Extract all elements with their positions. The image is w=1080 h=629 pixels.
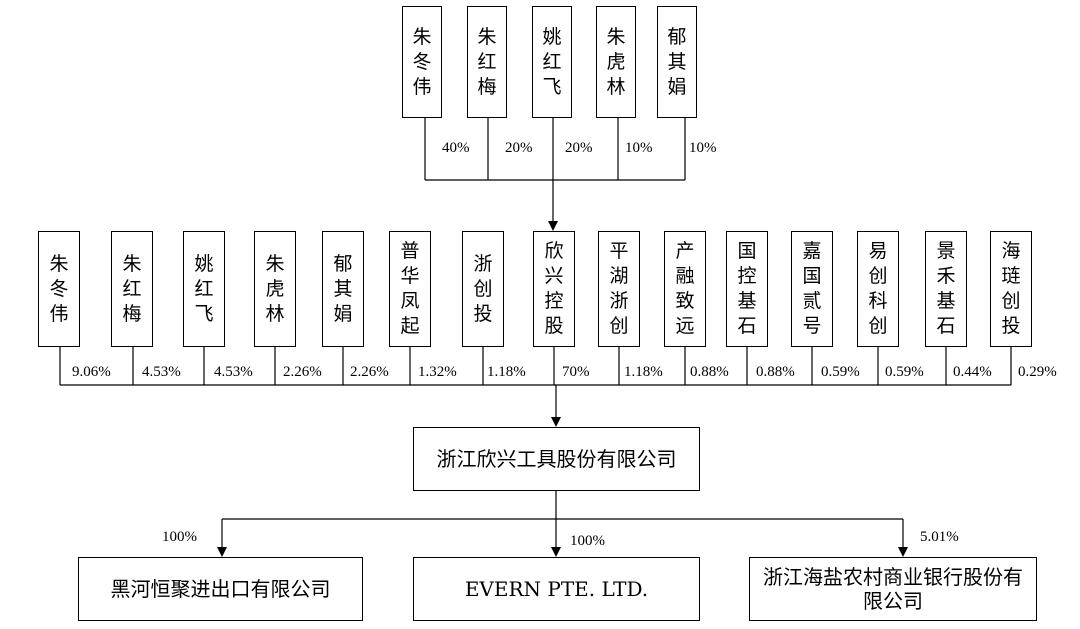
shareholder-name: 普华凤起 xyxy=(400,240,420,337)
subsidiary-box: 浙江海盐农村商业银行股份有限公司 xyxy=(749,557,1037,621)
sub-arrow-right xyxy=(898,547,908,557)
shareholder-name: 易创科创 xyxy=(868,240,888,337)
shareholder-name: 朱虎林 xyxy=(265,252,285,325)
subsidiary-pct: 100% xyxy=(570,533,605,549)
company-box: 浙江欣兴工具股份有限公司 xyxy=(413,427,700,491)
top-shareholder-box: 姚红飞 xyxy=(532,6,572,118)
shareholder-name: 郁其娟 xyxy=(333,252,353,325)
top-arrow xyxy=(548,221,558,231)
subsidiary-name: 黑河恒聚进出口有限公司 xyxy=(110,577,331,601)
shareholder-name: 产融致远 xyxy=(675,240,695,337)
shareholder-pct: 1.18% xyxy=(624,364,663,380)
top-shareholder-pct: 40% xyxy=(442,140,470,156)
shareholder-name: 姚红飞 xyxy=(194,252,214,325)
subsidiary-box: 黑河恒聚进出口有限公司 xyxy=(78,557,363,621)
top-shareholder-pct: 10% xyxy=(689,140,717,156)
shareholder-box: 普华凤起 xyxy=(389,231,431,347)
shareholder-box: 平湖浙创 xyxy=(598,231,640,347)
shareholder-box: 朱红梅 xyxy=(111,231,153,347)
shareholder-pct: 4.53% xyxy=(142,364,181,380)
top-shareholder-pct: 20% xyxy=(565,140,593,156)
shareholder-name: 浙创投 xyxy=(473,252,493,325)
shareholder-box: 姚红飞 xyxy=(183,231,225,347)
shareholder-box: 易创科创 xyxy=(857,231,899,347)
shareholder-pct: 0.88% xyxy=(690,364,729,380)
shareholder-name: 朱冬伟 xyxy=(49,252,69,325)
shareholder-pct: 0.59% xyxy=(821,364,860,380)
shareholder-box: 浙创投 xyxy=(462,231,504,347)
top-shareholder-name: 朱虎林 xyxy=(606,25,626,98)
shareholder-pct: 4.53% xyxy=(214,364,253,380)
top-shareholder-name: 姚红飞 xyxy=(542,25,562,98)
shareholder-pct: 1.18% xyxy=(487,364,526,380)
shareholder-pct: 70% xyxy=(562,364,590,380)
shareholder-box: 朱冬伟 xyxy=(38,231,80,347)
shareholder-pct: 1.32% xyxy=(418,364,457,380)
mid-arrow xyxy=(551,417,561,427)
subsidiary-name: 浙江海盐农村商业银行股份有限公司 xyxy=(763,565,1023,613)
shareholder-name: 朱红梅 xyxy=(122,252,142,325)
shareholder-pct: 0.88% xyxy=(756,364,795,380)
top-shareholder-pct: 10% xyxy=(625,140,653,156)
top-shareholder-name: 朱冬伟 xyxy=(412,25,432,98)
shareholder-name: 平湖浙创 xyxy=(609,240,629,337)
shareholder-name: 海琏创投 xyxy=(1001,240,1021,337)
top-shareholder-box: 郁其娟 xyxy=(657,6,697,118)
shareholder-pct: 0.44% xyxy=(953,364,992,380)
shareholder-box: 欣兴控股 xyxy=(533,231,575,347)
shareholder-box: 郁其娟 xyxy=(322,231,364,347)
shareholder-box: 产融致远 xyxy=(664,231,706,347)
shareholder-name: 国控基石 xyxy=(737,240,757,337)
shareholder-name: 景禾基石 xyxy=(936,240,956,337)
sub-arrow-center xyxy=(551,547,561,557)
subsidiary-box: EVERN PTE. LTD. xyxy=(413,557,700,621)
shareholder-pct: 0.29% xyxy=(1018,364,1057,380)
sub-arrow-left xyxy=(217,547,227,557)
top-shareholder-pct: 20% xyxy=(505,140,533,156)
shareholder-pct: 2.26% xyxy=(350,364,389,380)
top-shareholder-name: 朱红梅 xyxy=(477,25,497,98)
shareholder-box: 朱虎林 xyxy=(254,231,296,347)
top-shareholder-name: 郁其娟 xyxy=(667,25,687,98)
shareholder-pct: 9.06% xyxy=(72,364,111,380)
shareholder-box: 国控基石 xyxy=(726,231,768,347)
shareholder-pct: 0.59% xyxy=(885,364,924,380)
subsidiary-pct: 100% xyxy=(162,529,197,545)
shareholder-box: 海琏创投 xyxy=(990,231,1032,347)
shareholder-name: 欣兴控股 xyxy=(544,240,564,337)
shareholder-pct: 2.26% xyxy=(283,364,322,380)
shareholder-box: 嘉国贰号 xyxy=(791,231,833,347)
top-shareholder-box: 朱冬伟 xyxy=(402,6,442,118)
shareholder-name: 嘉国贰号 xyxy=(802,240,822,337)
shareholder-box: 景禾基石 xyxy=(925,231,967,347)
subsidiary-pct: 5.01% xyxy=(920,529,959,545)
top-shareholder-box: 朱虎林 xyxy=(596,6,636,118)
company-name: 浙江欣兴工具股份有限公司 xyxy=(436,447,677,471)
subsidiary-name: EVERN PTE. LTD. xyxy=(464,577,649,601)
top-shareholder-box: 朱红梅 xyxy=(467,6,507,118)
